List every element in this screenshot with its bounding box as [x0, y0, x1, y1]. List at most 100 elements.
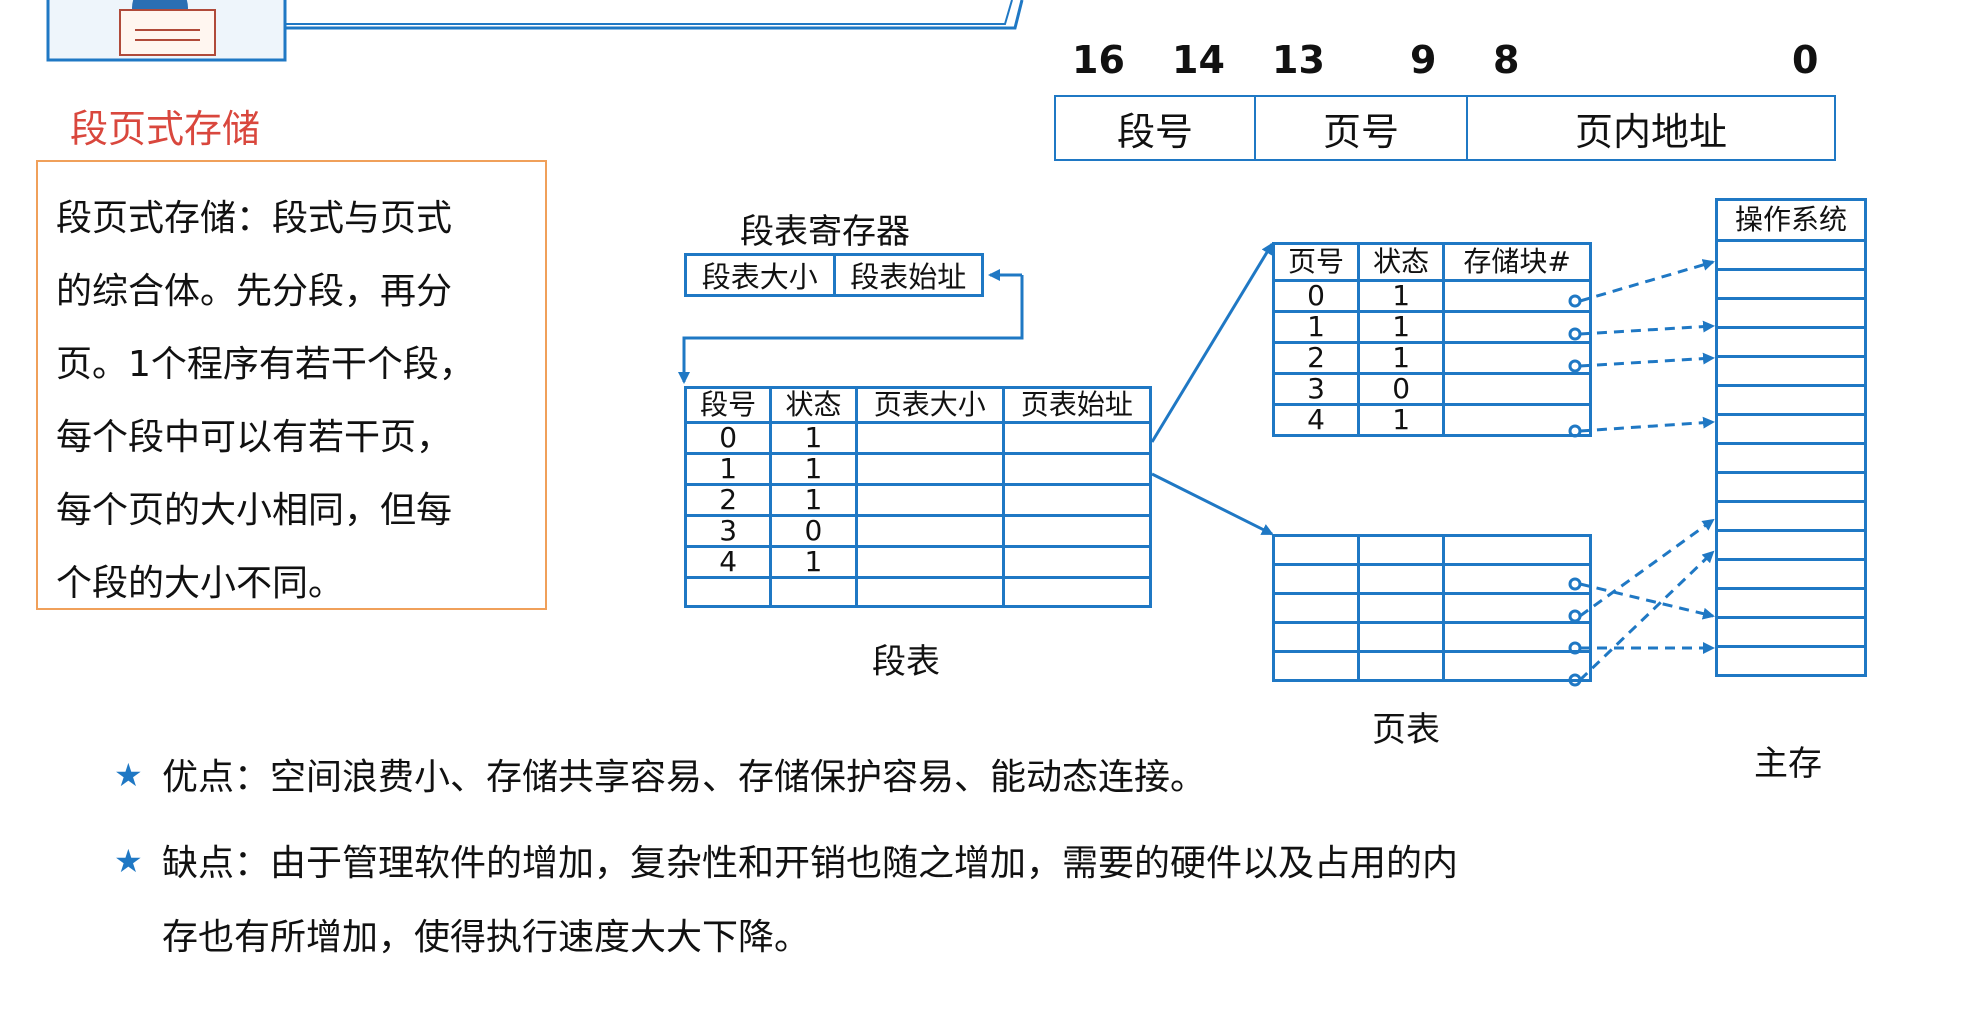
table-cell: [683, 576, 773, 608]
table-cell: [854, 576, 1005, 608]
segment-to-page-arrow: [1150, 242, 1274, 443]
memory-block: [1715, 558, 1867, 590]
bit-label: 14: [1172, 38, 1225, 82]
frame-pointer-arrow: [1579, 416, 1715, 433]
table-cell: 2: [1271, 341, 1361, 375]
column-header: 页表始址: [1001, 386, 1153, 424]
table-row: [1271, 592, 1592, 624]
table-cell: 1: [1357, 341, 1446, 375]
memory-block-cell: [1715, 239, 1867, 271]
memory-block: [1715, 297, 1867, 329]
segment-to-page-arrow: [1151, 472, 1274, 536]
table-cell: 1: [1357, 279, 1446, 313]
memory-block: [1715, 471, 1867, 503]
frame-pointer-arrow: [1579, 518, 1715, 618]
memory-block-cell: [1715, 442, 1867, 474]
memory-block-cell: [1715, 529, 1867, 561]
segment-table-caption: 段表: [872, 642, 940, 682]
table-cell: [1442, 341, 1592, 375]
table-row: [683, 576, 1153, 608]
bit-label: 0: [1792, 38, 1819, 82]
table-cell: 1: [1357, 310, 1446, 344]
table-cell: [1442, 621, 1592, 653]
description-line: 个段的大小不同。: [56, 563, 345, 604]
pointer-dot: [1568, 327, 1582, 341]
table-cell: [1357, 650, 1446, 682]
table-cell: 0: [769, 514, 858, 548]
frame-pointer-arrow: [1579, 259, 1715, 303]
table-cell: [1271, 592, 1361, 624]
bit-label: 9: [1410, 38, 1437, 82]
description-box: 段页式存储：段式与页式 的综合体。先分段，再分 页。1个程序有若干个段， 每个段…: [36, 160, 547, 610]
table-cell: [1357, 534, 1446, 566]
page-table-caption: 页表: [1372, 710, 1440, 750]
address-field-segment: 段号: [1056, 97, 1256, 159]
table-cell: [1271, 650, 1361, 682]
frame-pointer-arrow: [1579, 582, 1715, 620]
pointer-dot: [1568, 609, 1582, 623]
memory-block: [1715, 384, 1867, 416]
table-cell: 0: [1271, 279, 1361, 313]
star-icon: ★: [114, 842, 143, 880]
table-cell: 4: [1271, 403, 1361, 437]
disadvantages-text-cont: 存也有所增加，使得执行速度大大下降。: [162, 917, 811, 958]
table-cell: [854, 514, 1005, 548]
bit-label: 16: [1072, 38, 1125, 82]
table-cell: [1001, 576, 1153, 608]
table-cell: [1357, 621, 1446, 653]
column-header: 段号: [683, 386, 773, 424]
table-cell: 0: [683, 421, 773, 455]
table-header-row: 段号状态页表大小页表始址: [683, 386, 1153, 424]
disadvantages-text: 缺点：由于管理软件的增加，复杂性和开销也随之增加，需要的硬件以及占用的内: [162, 843, 1459, 884]
register-arrow: [678, 275, 1024, 384]
logical-address-format: 段号 页号 页内地址: [1054, 95, 1836, 161]
memory-block-cell: [1715, 558, 1867, 590]
table-row: [1271, 650, 1592, 682]
column-header: 页号: [1271, 242, 1361, 282]
column-header: 状态: [769, 386, 858, 424]
bit-label: 8: [1493, 38, 1520, 82]
column-header: 状态: [1357, 242, 1446, 282]
frame-pointer-arrow: [1578, 550, 1715, 682]
memory-block-cell: [1715, 500, 1867, 532]
table-cell: 1: [1357, 403, 1446, 437]
table-cell: 3: [1271, 372, 1361, 406]
column-header: 存储块#: [1442, 242, 1592, 282]
pointer-dot: [1568, 641, 1582, 655]
table-cell: [1442, 279, 1592, 313]
segment-register: 段表大小 段表始址: [684, 253, 984, 297]
memory-block: [1715, 500, 1867, 532]
table-cell: [854, 545, 1005, 579]
memory-block-cell: [1715, 268, 1867, 300]
main-memory-caption: 主存: [1754, 744, 1822, 784]
memory-block: [1715, 239, 1867, 271]
table-cell: 2: [683, 483, 773, 517]
table-cell: [1442, 563, 1592, 595]
memory-block-cell: [1715, 326, 1867, 358]
description-line: 页。1个程序有若干个段，: [56, 344, 475, 385]
table-cell: [1001, 514, 1153, 548]
memory-block-cell: [1715, 355, 1867, 387]
table-cell: 0: [1357, 372, 1446, 406]
table-cell: [1001, 421, 1153, 455]
table-row: [1271, 563, 1592, 595]
address-field-page: 页号: [1256, 97, 1468, 159]
address-field-offset: 页内地址: [1574, 109, 1727, 154]
memory-block: [1715, 442, 1867, 474]
table-cell: 1: [769, 545, 858, 579]
table-cell: 1: [769, 483, 858, 517]
description-line: 每个段中可以有若干页，: [56, 417, 453, 458]
memory-block-cell: [1715, 616, 1867, 648]
memory-block-cell: [1715, 471, 1867, 503]
memory-block: [1715, 355, 1867, 387]
table-cell: 1: [1271, 310, 1361, 344]
main-memory: 操作系统: [1715, 198, 1867, 677]
